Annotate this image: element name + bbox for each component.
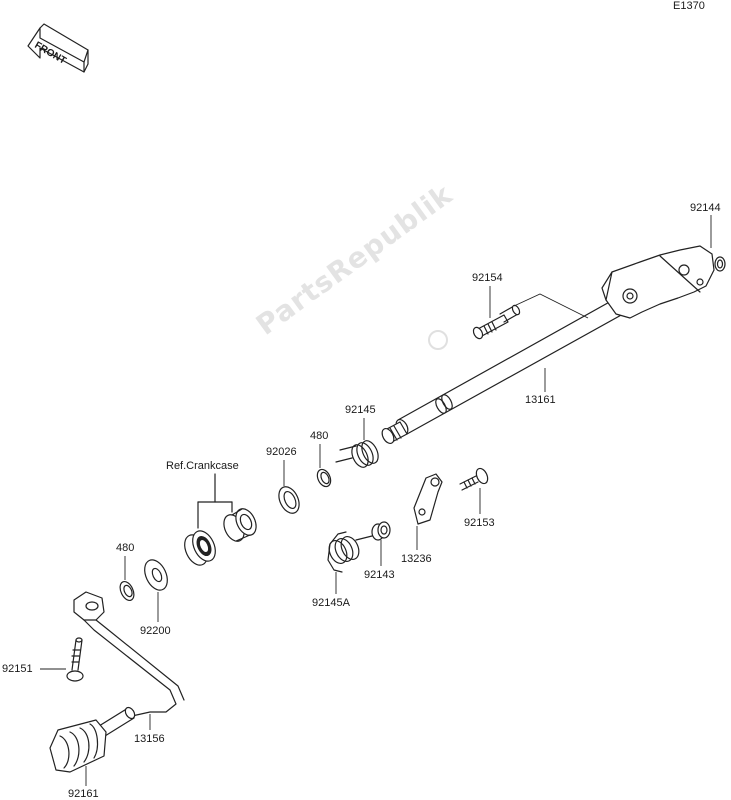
part-label-92200: 92200 [140,625,171,637]
part-label-92144: 92144 [690,202,721,214]
part-label-92143: 92143 [364,569,395,581]
shift-shaft [381,284,651,445]
shift-arm-plate [601,245,726,319]
needle-bearing [223,508,257,542]
bolt-92153 [459,467,489,491]
part-label-480-left: 480 [116,542,135,554]
pin-92154 [472,304,521,340]
part-label-92026: 92026 [266,446,297,458]
bolt-92151 [66,637,84,682]
shift-pedal [69,591,185,755]
part-label-13161: 13161 [525,394,556,406]
ref-bracket [197,473,233,529]
oil-seal [184,530,216,566]
part-label-92151: 92151 [2,663,33,675]
part-label-92153: 92153 [464,517,495,529]
collar-92143 [371,521,391,541]
leader-lines [40,215,712,786]
washer-92200 [144,559,168,591]
ref-crankcase-label: Ref.Crankcase [166,460,239,472]
part-label-13236: 13236 [401,553,432,565]
lever-13236 [413,473,443,525]
diagram-code: E1370 [673,0,705,12]
front-arrow-icon [27,23,89,73]
washer-92026 [278,486,300,514]
watermark-badge-icon [428,330,448,350]
part-label-480-top: 480 [310,430,329,442]
spring-92145 [335,440,379,468]
part-label-92145: 92145 [345,404,376,416]
part-label-92145A: 92145A [312,597,350,609]
circlip-480-left [119,580,135,602]
spring-92145A [327,531,373,573]
part-label-13156: 13156 [134,733,165,745]
pedal-rubber [49,719,107,773]
part-label-92154: 92154 [472,272,503,284]
part-label-92161: 92161 [68,788,99,800]
circlip-480-top [316,468,332,488]
